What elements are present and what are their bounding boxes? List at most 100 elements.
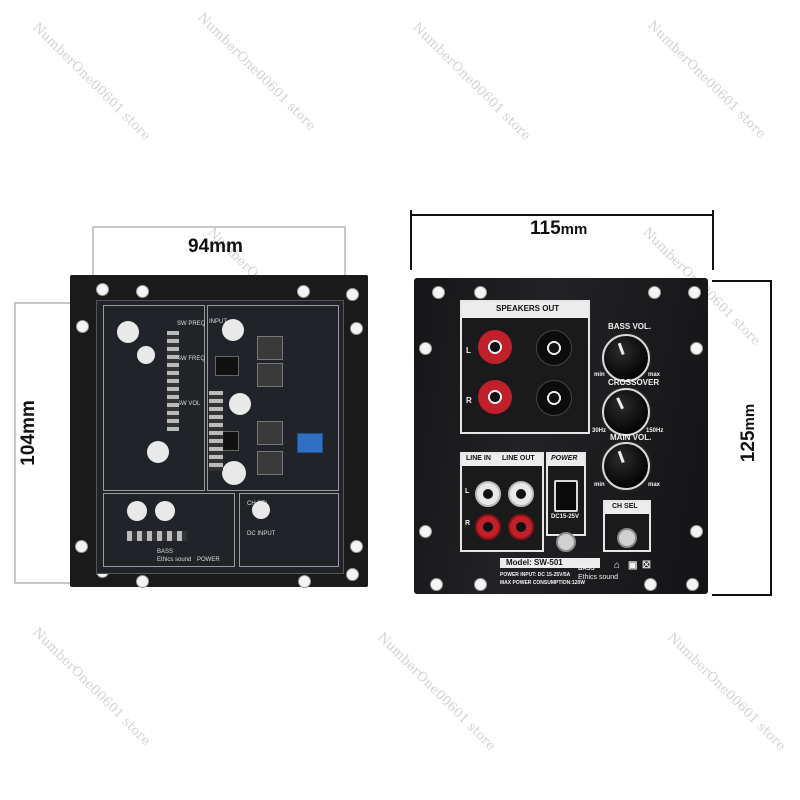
inductor [257,451,283,475]
pcb-label: SW FREQ [177,356,205,362]
crossover-knob[interactable] [602,388,650,436]
mounting-hole [688,286,701,299]
panel-height-label: 125mm [738,404,760,462]
pcb-label: BASS [157,549,174,555]
capacitor [229,393,251,415]
pcb-label: SW VOL [177,401,201,407]
mounting-hole [430,578,443,591]
inductor [257,336,283,360]
line-in-left-jack[interactable] [475,481,501,507]
line-out-left-jack[interactable] [508,481,534,507]
dc-power-jack[interactable] [554,480,578,512]
resistor-array [167,331,179,431]
mounting-hole [136,575,149,588]
speakers-out-label: SPEAKERS OUT [496,304,560,313]
bass-vol-label: BASS VOL. [608,322,652,331]
chip [215,356,239,376]
inductor [257,421,283,445]
capacitor [252,501,270,519]
double-insulation-icon: ▣ [628,560,638,571]
mounting-hole [474,286,487,299]
main-max-label: max [648,482,661,488]
capacitor [127,501,147,521]
crossover-high-label: 150Hz [646,428,664,434]
crossover-label: CROSSOVER [608,378,660,387]
circuit-board: SW PREQ SW FREQ SW VOL INPUT CH SEL DC I… [96,300,344,574]
mounting-hole [432,286,445,299]
speaker-terminal-left-black[interactable] [536,330,572,366]
bass-min-label: min [594,372,605,378]
resistor-array [127,531,187,541]
width-dimension-box [92,226,346,300]
home-use-icon: ⌂ [614,560,621,571]
main-vol-label: MAIN VOL. [610,433,652,442]
bass-max-label: max [648,372,661,378]
panel-height-unit: mm [741,403,759,431]
mounting-hole [474,578,487,591]
pcb-label: POWER [197,557,220,563]
panel-width-line [410,210,714,270]
watermark-text: NumberOne00601 store [644,18,769,142]
mounting-hole [298,575,311,588]
mounting-hole [76,320,89,333]
capacitor [147,441,169,463]
main-min-label: min [594,482,605,488]
bass-vol-knob[interactable] [602,334,650,382]
mounting-hole [690,342,703,355]
speaker-left-label: L [466,346,471,355]
capacitor [222,461,246,485]
mounting-hole [136,285,149,298]
panel-width-value: 115 [530,218,561,239]
line-out-right-jack[interactable] [508,514,534,540]
mounting-hole [644,578,657,591]
mounting-hole [686,578,699,591]
panel-height-line [712,280,772,596]
watermark-text: NumberOne00601 store [664,630,789,754]
line-out-label: LINE OUT [502,455,535,462]
speaker-terminal-right-black[interactable] [536,380,572,416]
mounting-hole [346,288,359,301]
crossover-low-label: 30Hz [592,428,607,434]
mounting-hole [297,285,310,298]
panel-width-label: 115mm [530,218,587,240]
resistor-array [209,391,223,471]
mounting-hole [690,525,703,538]
model-label: Model: SW-501 [506,558,563,567]
mounting-hole [419,342,432,355]
mounting-hole [346,568,359,581]
power-input-spec: POWER INPUT: DC 15-25V/5A [500,572,571,578]
inductor [257,363,283,387]
mounting-hole [648,286,661,299]
dc-voltage-label: DC15-25V [551,514,580,520]
speaker-terminal-left-red[interactable] [478,330,512,364]
power-switch[interactable] [556,532,576,552]
mounting-hole [350,540,363,553]
pcb-label: INPUT [209,319,227,325]
capacitor [137,346,155,364]
line-in-label: LINE IN [466,455,491,462]
power-label: POWER [551,455,578,462]
speaker-right-label: R [466,396,472,405]
model-value: SW-501 [534,558,563,567]
ch-sel-switch[interactable] [617,528,637,548]
line-io-section [460,452,544,552]
mounting-hole [350,322,363,335]
speaker-terminal-right-red[interactable] [478,380,512,414]
model-prefix: Model: [506,558,532,567]
line-left-label: L [465,488,470,495]
line-in-right-jack[interactable] [475,514,501,540]
watermark-text: NumberOne00601 store [29,20,154,144]
capacitor [222,319,244,341]
main-vol-knob[interactable] [602,442,650,490]
pcb-label: Ethics sound [157,557,192,563]
panel-height-value: 125 [738,430,760,463]
capacitor [155,501,175,521]
weee-bin-icon: ☒ [642,560,651,571]
watermark-text: NumberOne00601 store [194,10,319,134]
watermark-text: NumberOne00601 store [374,630,499,754]
mounting-hole [75,540,88,553]
speakers-out-section [460,300,590,434]
panel-width-unit: mm [560,221,588,238]
watermark-text: NumberOne00601 store [29,625,154,749]
ch-sel-label: CH SEL [612,503,638,510]
